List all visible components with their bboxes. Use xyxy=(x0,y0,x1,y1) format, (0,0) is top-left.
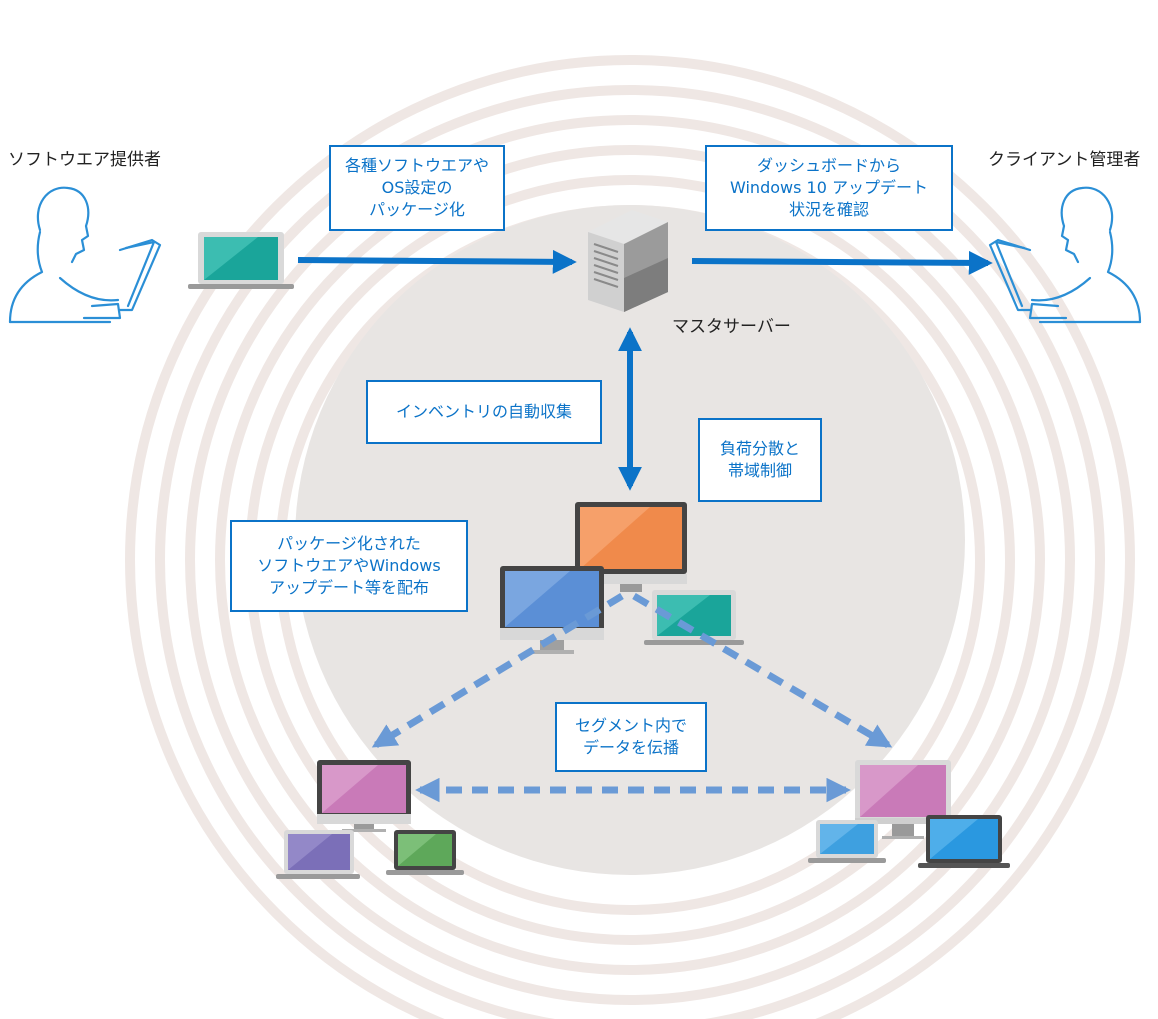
propagate-line-2: データを伝播 xyxy=(582,738,679,757)
center-laptop-icon xyxy=(644,590,744,645)
master-server-label: マスタサーバー xyxy=(672,317,791,337)
left-purple-laptop-icon xyxy=(276,830,360,879)
arrow-provider-to-server xyxy=(297,249,577,274)
dashboard-callout: ダッシュボードから Windows 10 アップデート 状況を確認 xyxy=(705,145,953,231)
left-pink-monitor-icon xyxy=(317,760,411,832)
center-orange-monitor-icon xyxy=(575,502,687,592)
inventory-line-1: インベントリの自動収集 xyxy=(395,402,572,421)
load-balance-line-1: 負荷分散と xyxy=(719,439,800,458)
propagate-line-1: セグメント内で xyxy=(574,716,687,735)
provider-label: ソフトウエア提供者 xyxy=(8,150,161,170)
dashboard-line-2: Windows 10 アップデート xyxy=(730,178,928,197)
provider-person-icon xyxy=(8,186,162,324)
dashboard-line-3: 状況を確認 xyxy=(788,200,869,219)
arrow-server-to-admin xyxy=(691,250,993,275)
distribute-line-3: アップデート等を配布 xyxy=(268,578,429,597)
left-green-laptop-icon xyxy=(386,830,464,875)
center-blue-monitor-icon xyxy=(500,566,604,654)
right-light-blue-laptop-icon xyxy=(808,820,886,863)
client-admin-person-icon xyxy=(988,186,1142,324)
distribute-callout: パッケージ化された ソフトウエアやWindows アップデート等を配布 xyxy=(230,520,468,612)
packaging-line-3: パッケージ化 xyxy=(369,200,465,219)
client-admin-label: クライアント管理者 xyxy=(988,150,1141,170)
load-balance-line-2: 帯域制御 xyxy=(727,461,792,480)
dashed-arrow-to-left-group xyxy=(371,593,624,748)
dashed-arrow-to-right-group xyxy=(632,592,893,749)
dashboard-line-1: ダッシュボードから xyxy=(756,156,901,175)
distribute-line-1: パッケージ化された xyxy=(277,534,421,553)
propagate-callout: セグメント内で データを伝播 xyxy=(555,702,707,772)
right-pink-monitor-icon xyxy=(855,760,951,839)
right-blue-laptop-icon xyxy=(918,815,1010,868)
load-balance-callout: 負荷分散と 帯域制御 xyxy=(698,418,822,502)
distribute-line-2: ソフトウエアやWindows xyxy=(257,556,441,575)
server-icon xyxy=(588,210,668,312)
packaging-line-1: 各種ソフトウエアや xyxy=(344,156,489,175)
provider-laptop-icon xyxy=(188,232,294,289)
packaging-callout: 各種ソフトウエアや OS設定の パッケージ化 xyxy=(329,145,505,231)
inventory-callout: インベントリの自動収集 xyxy=(366,380,602,444)
packaging-line-2: OS設定の xyxy=(381,178,453,197)
